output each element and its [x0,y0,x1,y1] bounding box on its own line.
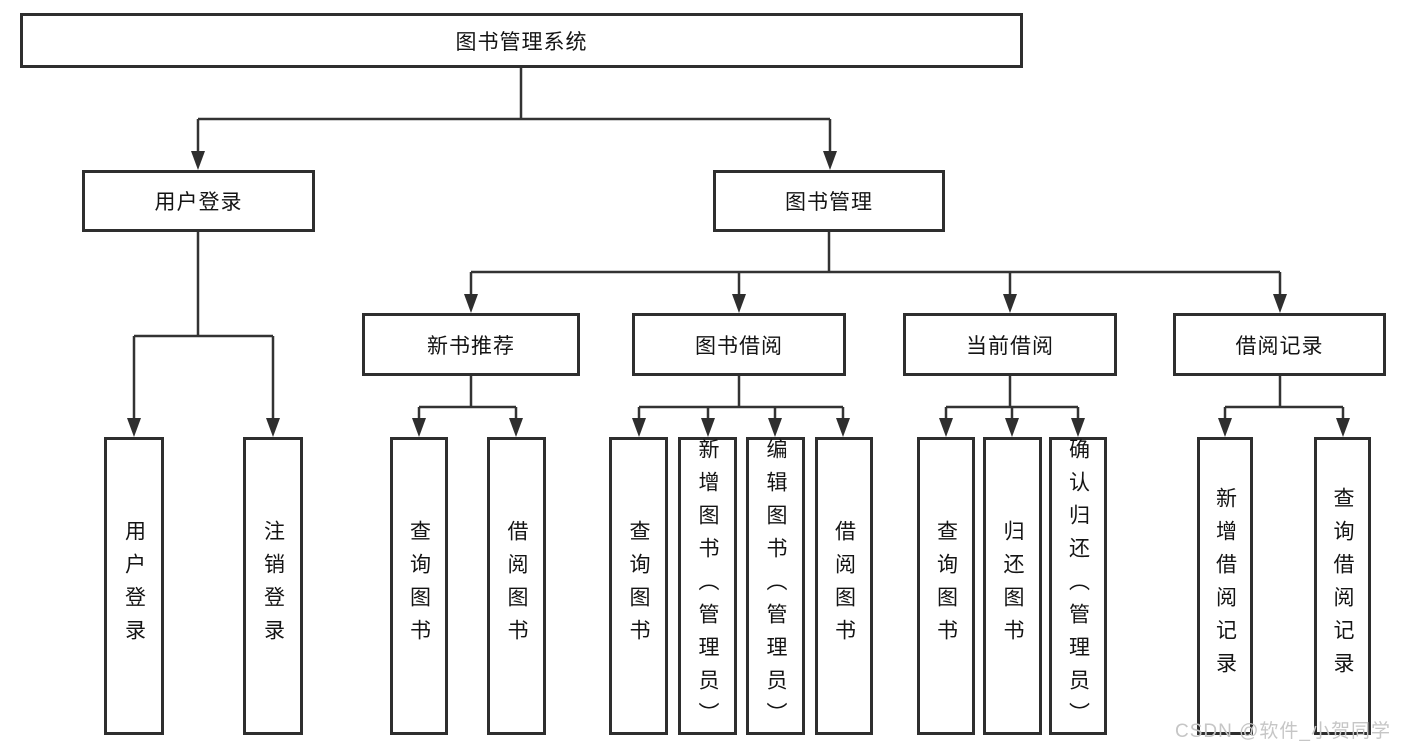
node-leaf-return-book: 归还图书 [983,437,1042,735]
connector-book-borrow-branch [637,376,845,421]
connector-root-to-level2 [196,68,832,154]
node-book-borrowing: 图书借阅 [632,313,846,376]
node-label: 查询图书 [407,520,431,652]
node-label: 新增图书（管理员） [696,437,719,735]
node-leaf-borrow-books-recommend: 借阅图书 [487,437,546,735]
node-user-login: 用户登录 [82,170,315,232]
node-label: 查询图书 [627,520,650,652]
connector-book-mgmt-to-level3 [469,232,1282,297]
node-current-borrowing: 当前借阅 [903,313,1117,376]
node-leaf-query-books-borrow: 查询图书 [609,437,668,735]
node-leaf-add-book-admin: 新增图书（管理员） [678,437,737,735]
node-book-management: 图书管理 [713,170,945,232]
node-label: 确认归还（管理员） [1066,437,1090,735]
node-leaf-query-books-recommend: 查询图书 [390,437,448,735]
node-leaf-user-login: 用户登录 [104,437,164,735]
node-leaf-query-borrow-record: 查询借阅记录 [1314,437,1371,735]
connector-new-books-branch [417,376,518,421]
node-label: 借阅图书 [832,520,856,652]
csdn-watermark: CSDN @软件_小贺同学 [1175,721,1391,742]
node-label: 借阅记录 [1235,334,1324,358]
node-root-system: 图书管理系统 [20,13,1023,68]
node-label: 注销登录 [261,520,285,652]
node-label: 图书管理系统 [455,30,588,54]
node-label: 当前借阅 [966,334,1054,358]
node-leaf-logout: 注销登录 [243,437,303,735]
connector-borrow-records-branch [1223,376,1345,421]
node-label: 用户登录 [154,191,243,214]
node-label: 查询借阅记录 [1331,487,1354,685]
arrowheads [127,151,1350,437]
node-label: 查询图书 [934,520,958,652]
node-label: 图书管理 [785,191,873,214]
connector-user-login-branch [132,232,275,421]
node-label: 新增借阅记录 [1213,487,1237,685]
node-leaf-add-borrow-record: 新增借阅记录 [1197,437,1253,735]
node-label: 新书推荐 [427,334,515,358]
connector-current-borrow-branch [944,376,1080,421]
node-label: 编辑图书（管理员） [764,437,787,735]
node-label: 归还图书 [1001,520,1024,652]
node-label: 用户登录 [122,520,146,652]
node-leaf-edit-book-admin: 编辑图书（管理员） [746,437,805,735]
node-label: 借阅图书 [505,520,528,652]
node-borrow-records: 借阅记录 [1173,313,1386,376]
node-label: 图书借阅 [695,334,783,358]
node-leaf-confirm-return-admin: 确认归还（管理员） [1049,437,1107,735]
node-new-book-recommend: 新书推荐 [362,313,580,376]
node-leaf-borrow-books: 借阅图书 [815,437,873,735]
node-leaf-query-books-current: 查询图书 [917,437,975,735]
